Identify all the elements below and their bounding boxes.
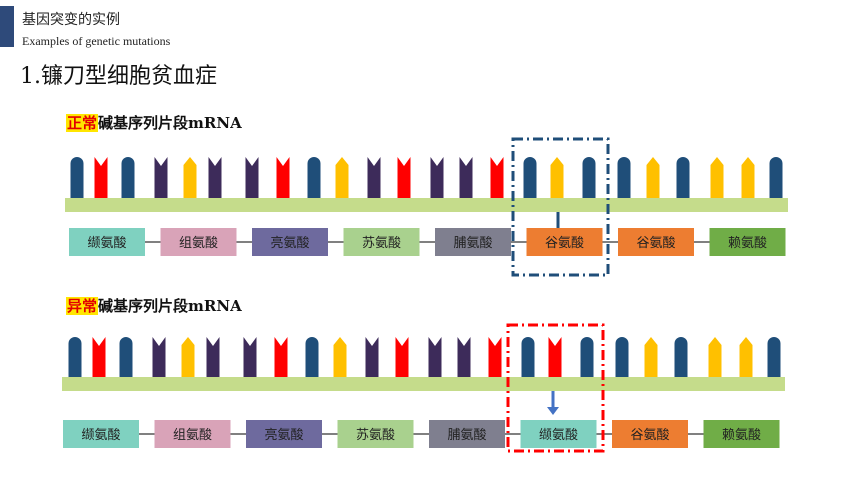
normal-base-5 (183, 157, 197, 199)
abnormal-base-8 (274, 337, 288, 378)
abnormal-base-22 (708, 337, 722, 378)
normal-base-12 (397, 157, 411, 199)
header-title-en: Examples of genetic mutations (22, 34, 171, 48)
abnormal-base-15 (488, 337, 502, 378)
normal-base-24 (769, 157, 783, 199)
abnormal-amino-acid-label-8: 赖氨酸 (722, 428, 761, 443)
abnormal-amino-acid-box-2 (154, 420, 231, 448)
normal-amino-acid-box-2 (160, 228, 237, 256)
abnormal-arrow-head (547, 407, 559, 415)
normal-base-10 (335, 157, 349, 199)
abnormal-amino-acid-label-2: 组氨酸 (173, 428, 212, 443)
normal-base-22 (710, 157, 724, 199)
normal-base-2 (94, 157, 108, 199)
abnormal-amino-acid-box-1 (63, 420, 139, 448)
abnormal-amino-acid-box-6 (520, 420, 597, 448)
abnormal-base-16 (521, 337, 535, 378)
abnormal-base-23 (739, 337, 753, 378)
normal-amino-acid-box-3 (252, 228, 328, 256)
normal-amino-acid-box-1 (69, 228, 145, 256)
normal-amino-acid-box-6 (526, 228, 603, 256)
normal-strand-label: 正常碱基序列片段mRNA (66, 112, 242, 133)
normal-base-19 (617, 157, 631, 199)
abnormal-base-11 (365, 337, 379, 378)
abnormal-base-21 (674, 337, 688, 378)
abnormal-base-10 (333, 337, 347, 378)
normal-base-8 (276, 157, 290, 199)
normal-label-text: 碱基序列片段mRNA (98, 114, 242, 132)
abnormal-amino-acid-label-4: 苏氨酸 (356, 427, 395, 443)
normal-mrna-backbone (65, 198, 788, 212)
normal-base-11 (367, 157, 381, 199)
normal-mutation-highlight-box (511, 137, 610, 277)
normal-amino-acid-label-7: 谷氨酸 (636, 236, 675, 251)
normal-base-3 (121, 157, 135, 199)
abnormal-amino-acid-label-5: 脯氨酸 (447, 428, 486, 443)
normal-amino-acid-label-5: 脯氨酸 (453, 236, 492, 251)
normal-amino-acid-label-4: 苏氨酸 (362, 235, 401, 251)
abnormal-base-7 (243, 337, 257, 378)
abnormal-base-20 (644, 337, 658, 378)
normal-label-highlight: 正常 (66, 114, 99, 132)
abnormal-base-1 (68, 337, 82, 378)
normal-amino-acid-label-3: 亮氨酸 (270, 235, 309, 251)
abnormal-base-5 (181, 337, 195, 378)
abnormal-base-4 (152, 337, 166, 378)
abnormal-strand-label: 异常碱基序列片段mRNA (66, 295, 242, 316)
normal-amino-acid-box-4 (343, 228, 420, 256)
normal-base-20 (646, 157, 660, 199)
abnormal-amino-acid-box-3 (246, 420, 322, 448)
abnormal-base-13 (428, 337, 442, 378)
abnormal-label-highlight: 异常 (66, 297, 99, 315)
normal-base-23 (741, 157, 755, 199)
abnormal-amino-acid-label-3: 亮氨酸 (264, 427, 303, 443)
normal-base-21 (676, 157, 690, 199)
normal-base-4 (154, 157, 168, 199)
abnormal-label-text: 碱基序列片段mRNA (98, 297, 242, 315)
abnormal-base-6 (206, 337, 220, 378)
abnormal-amino-acid-box-4 (337, 420, 414, 448)
normal-amino-acid-label-6: 谷氨酸 (545, 236, 584, 251)
normal-amino-acid-label-8: 赖氨酸 (728, 236, 767, 251)
abnormal-base-2 (92, 337, 106, 378)
abnormal-amino-acid-box-8 (703, 420, 780, 448)
normal-base-6 (208, 157, 222, 199)
abnormal-amino-acid-label-6: 缬氨酸 (539, 428, 578, 443)
normal-amino-acid-box-7 (618, 228, 694, 256)
abnormal-mrna-backbone (62, 377, 785, 391)
abnormal-base-18 (580, 337, 594, 378)
normal-amino-acid-label-1: 缬氨酸 (87, 236, 126, 251)
abnormal-base-9 (305, 337, 319, 378)
normal-base-18 (582, 157, 596, 199)
abnormal-amino-acid-label-7: 谷氨酸 (630, 428, 669, 443)
normal-amino-acid-box-5 (435, 228, 511, 256)
abnormal-mutation-highlight-box (506, 323, 605, 453)
abnormal-base-3 (119, 337, 133, 378)
abnormal-base-12 (395, 337, 409, 378)
normal-base-14 (459, 157, 473, 199)
abnormal-base-19 (615, 337, 629, 378)
normal-base-7 (245, 157, 259, 199)
normal-base-17 (550, 157, 564, 199)
normal-base-9 (307, 157, 321, 199)
header-title-cn: 基因突变的实例 (22, 12, 120, 28)
abnormal-base-14 (457, 337, 471, 378)
abnormal-amino-acid-box-5 (429, 420, 505, 448)
normal-base-1 (70, 157, 84, 199)
normal-base-15 (490, 157, 504, 199)
abnormal-amino-acid-label-1: 缬氨酸 (81, 428, 120, 443)
abnormal-amino-acid-box-7 (612, 420, 688, 448)
normal-base-16 (523, 157, 537, 199)
normal-base-13 (430, 157, 444, 199)
header-accent-bar (0, 6, 14, 47)
normal-amino-acid-box-8 (709, 228, 786, 256)
abnormal-base-17 (548, 337, 562, 378)
normal-amino-acid-label-2: 组氨酸 (179, 236, 218, 251)
section-title: 1.镰刀型细胞贫血症 (20, 64, 217, 89)
abnormal-base-24 (767, 337, 781, 378)
